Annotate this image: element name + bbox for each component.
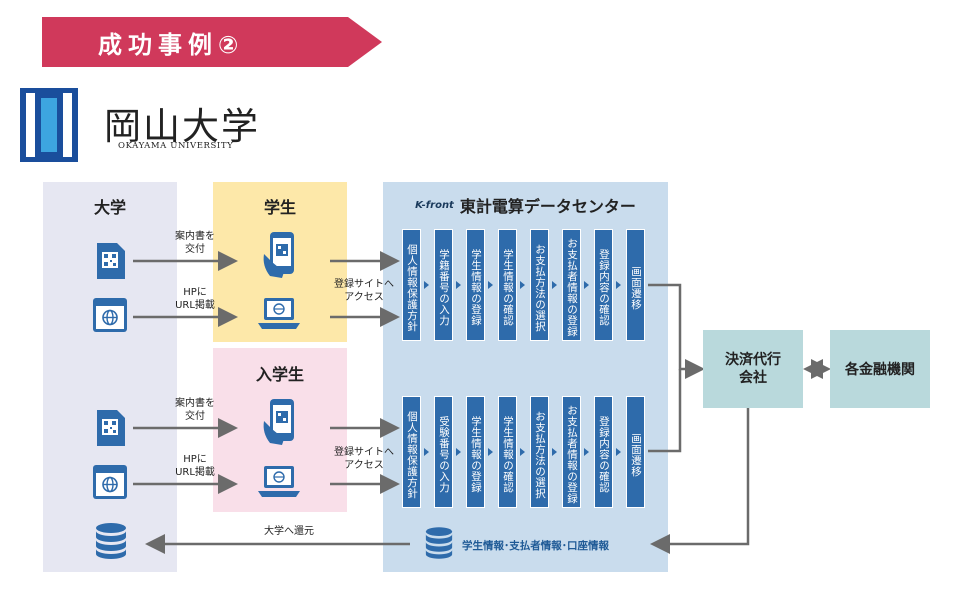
data-center-header: K-front 東計電算データセンター xyxy=(383,193,668,217)
new-student-step-2: 受験番号の入力 xyxy=(434,396,453,508)
student-step-3: 学生情報の登録 xyxy=(466,229,485,341)
new-student-step-6: お支払者情報の登録 xyxy=(562,396,581,508)
payment-agent-box: 決済代行 会社 xyxy=(703,330,803,408)
hp-label-new: HPに URL掲載 xyxy=(175,454,215,478)
university-name-en: OKAYAMA UNIVERSITY xyxy=(118,141,234,151)
return-label: 大学へ還元 xyxy=(264,526,314,537)
student-steps: 個人情報保護方針 学籍番号の入力 学生情報の登録 学生情報の確認 お支払方法の選… xyxy=(400,229,660,343)
ribbon-label: 成功事例② xyxy=(98,30,245,59)
student-title: 学生 xyxy=(263,198,296,217)
data-center-column xyxy=(383,182,668,572)
okayama-university-logo-icon xyxy=(20,88,78,162)
web-browser-icon xyxy=(93,298,127,332)
financial-institutions-label: 各金融機関 xyxy=(845,362,915,378)
student-step-1: 個人情報保護方針 xyxy=(402,229,421,341)
kfront-logo: K-front xyxy=(415,199,454,211)
university-title: 大学 xyxy=(93,198,126,217)
student-step-4: 学生情報の確認 xyxy=(498,229,517,341)
hp-label-student: HPに URL掲載 xyxy=(175,287,215,311)
student-step-8: 画面遷移 xyxy=(626,229,645,341)
qr-document-icon xyxy=(97,243,125,279)
new-student-step-3: 学生情報の登録 xyxy=(466,396,485,508)
smartphone-hand-icon xyxy=(263,399,294,445)
laptop-icon xyxy=(258,298,300,329)
financial-institutions-box: 各金融機関 xyxy=(830,330,930,408)
guide-label-new: 案内書を 交付 xyxy=(175,398,215,422)
new-student-step-5: お支払方法の選択 xyxy=(530,396,549,508)
student-step-5: お支払方法の選択 xyxy=(530,229,549,341)
student-step-7: 登録内容の確認 xyxy=(594,229,613,341)
smartphone-hand-icon xyxy=(263,232,294,278)
register-label-student: 登録サイトへ アクセス xyxy=(334,279,394,303)
new-student-step-1: 個人情報保護方針 xyxy=(402,396,421,508)
student-step-2: 学籍番号の入力 xyxy=(434,229,453,341)
university-name: 岡山大学 xyxy=(104,105,260,148)
web-browser-icon xyxy=(93,465,127,499)
database-icon xyxy=(96,523,126,559)
guide-label-student: 案内書を 交付 xyxy=(175,231,215,255)
new-student-steps: 個人情報保護方針 受験番号の入力 学生情報の登録 学生情報の確認 お支払方法の選… xyxy=(400,396,660,510)
case-study-ribbon: 成功事例② xyxy=(42,17,382,67)
payment-agent-label: 決済代行 会社 xyxy=(725,352,781,386)
new-student-title: 入学生 xyxy=(255,365,304,384)
data-center-title: 東計電算データセンター xyxy=(459,197,636,216)
new-student-step-4: 学生情報の確認 xyxy=(498,396,517,508)
database-icon xyxy=(425,527,453,559)
register-label-new: 登録サイトへ アクセス xyxy=(334,447,394,471)
collected-info-label: 学生情報･支払者情報･口座情報 xyxy=(462,540,609,552)
student-step-6: お支払者情報の登録 xyxy=(562,229,581,341)
qr-document-icon xyxy=(97,410,125,446)
new-student-step-7: 登録内容の確認 xyxy=(594,396,613,508)
new-student-step-8: 画面遷移 xyxy=(626,396,645,508)
laptop-icon xyxy=(258,466,300,497)
